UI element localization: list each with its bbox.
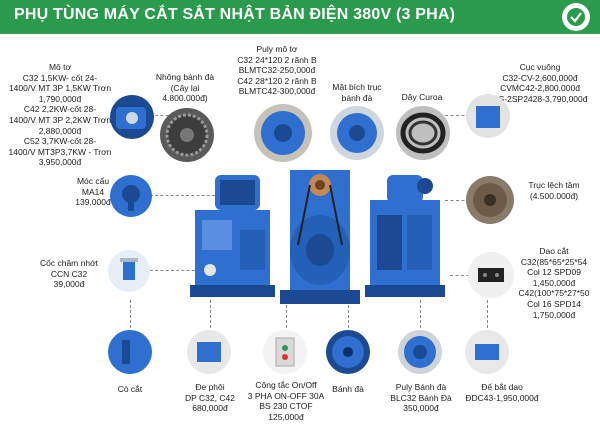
connector-line — [130, 300, 131, 328]
sprocket-label: Nhông bánh đà (Cây lại 4.800.000đ) — [155, 72, 215, 104]
flywheel-flange-image — [330, 106, 384, 160]
trigger-image — [108, 330, 152, 374]
brand-logo — [562, 3, 590, 31]
eccentric-label: Trục lệch tâm (4.500.000đ) — [528, 180, 580, 201]
knife-label: Dao cắt C32(85*65*25*54 Col 12 SPD09 1,4… — [518, 246, 590, 320]
knife-image — [468, 252, 514, 298]
motor-label: Mô tơ C32 1,5KW- cốt 24- 1400/V MT 3P 1,… — [8, 62, 112, 168]
eccentric-image — [466, 176, 514, 224]
knife-base-image — [465, 330, 509, 374]
trigger-label: Cò cắt — [117, 384, 143, 394]
anvil-image — [187, 330, 231, 374]
connector-line — [445, 200, 470, 201]
switch-label: Công tắc On/Off 3 PHA ON-OFF 30A BS 230 … — [247, 380, 325, 422]
belt-image — [396, 106, 450, 160]
hook-label: Móc cẩu MA14 139,000đ — [75, 176, 111, 208]
flywheel-image — [326, 330, 370, 374]
machine-left-view — [190, 170, 280, 315]
square-block-label: Cục vuông C32-CV-2,600,000đ CVMC42-2,800… — [492, 62, 588, 104]
flywheel-label: Bánh đà — [332, 384, 364, 394]
flywheel-pulley-label: Puly Bánh đà BLC32 Bánh Đà 350,000đ — [390, 382, 452, 414]
motor-pulley-image — [254, 104, 312, 162]
motor-pulley-label: Puly mô tơ C32 24*120 2 rãnh B BLMTC32-2… — [237, 44, 317, 97]
connector-line — [450, 275, 475, 276]
page-title: PHỤ TÙNG MÁY CẮT SẮT NHẬT BẢN ĐIỆN 380V … — [14, 6, 456, 23]
flywheel-flange-label: Mặt bích trục bánh đà — [332, 82, 382, 103]
connector-line — [420, 300, 421, 328]
sprocket-image — [160, 108, 214, 162]
header-bar: PHỤ TÙNG MÁY CẮT SẮT NHẬT BẢN ĐIỆN 380V … — [0, 0, 600, 34]
connector-line — [487, 300, 488, 328]
connector-line — [150, 270, 200, 271]
connector-line — [150, 195, 215, 196]
square-block-image — [466, 94, 510, 138]
connector-line — [286, 300, 287, 328]
flywheel-pulley-image — [398, 330, 442, 374]
knife-base-label: Đế bắt dao ĐDC43-1,950,000đ — [465, 382, 539, 403]
connector-line — [348, 300, 349, 328]
switch-image — [263, 330, 307, 374]
anvil-label: Đe phôi DP C32, C42 680,000đ — [185, 382, 235, 414]
oil-cup-label: Cốc châm nhớt CCN C32 39,000đ — [39, 258, 98, 290]
belt-label: Dây Curoa — [401, 92, 443, 102]
machine-front-view — [280, 165, 360, 315]
motor-image — [110, 95, 154, 139]
machine-back-view — [365, 170, 445, 315]
hook-image — [110, 175, 152, 217]
connector-line — [210, 300, 211, 328]
connector-line — [445, 115, 470, 116]
oil-cup-image — [108, 250, 150, 292]
